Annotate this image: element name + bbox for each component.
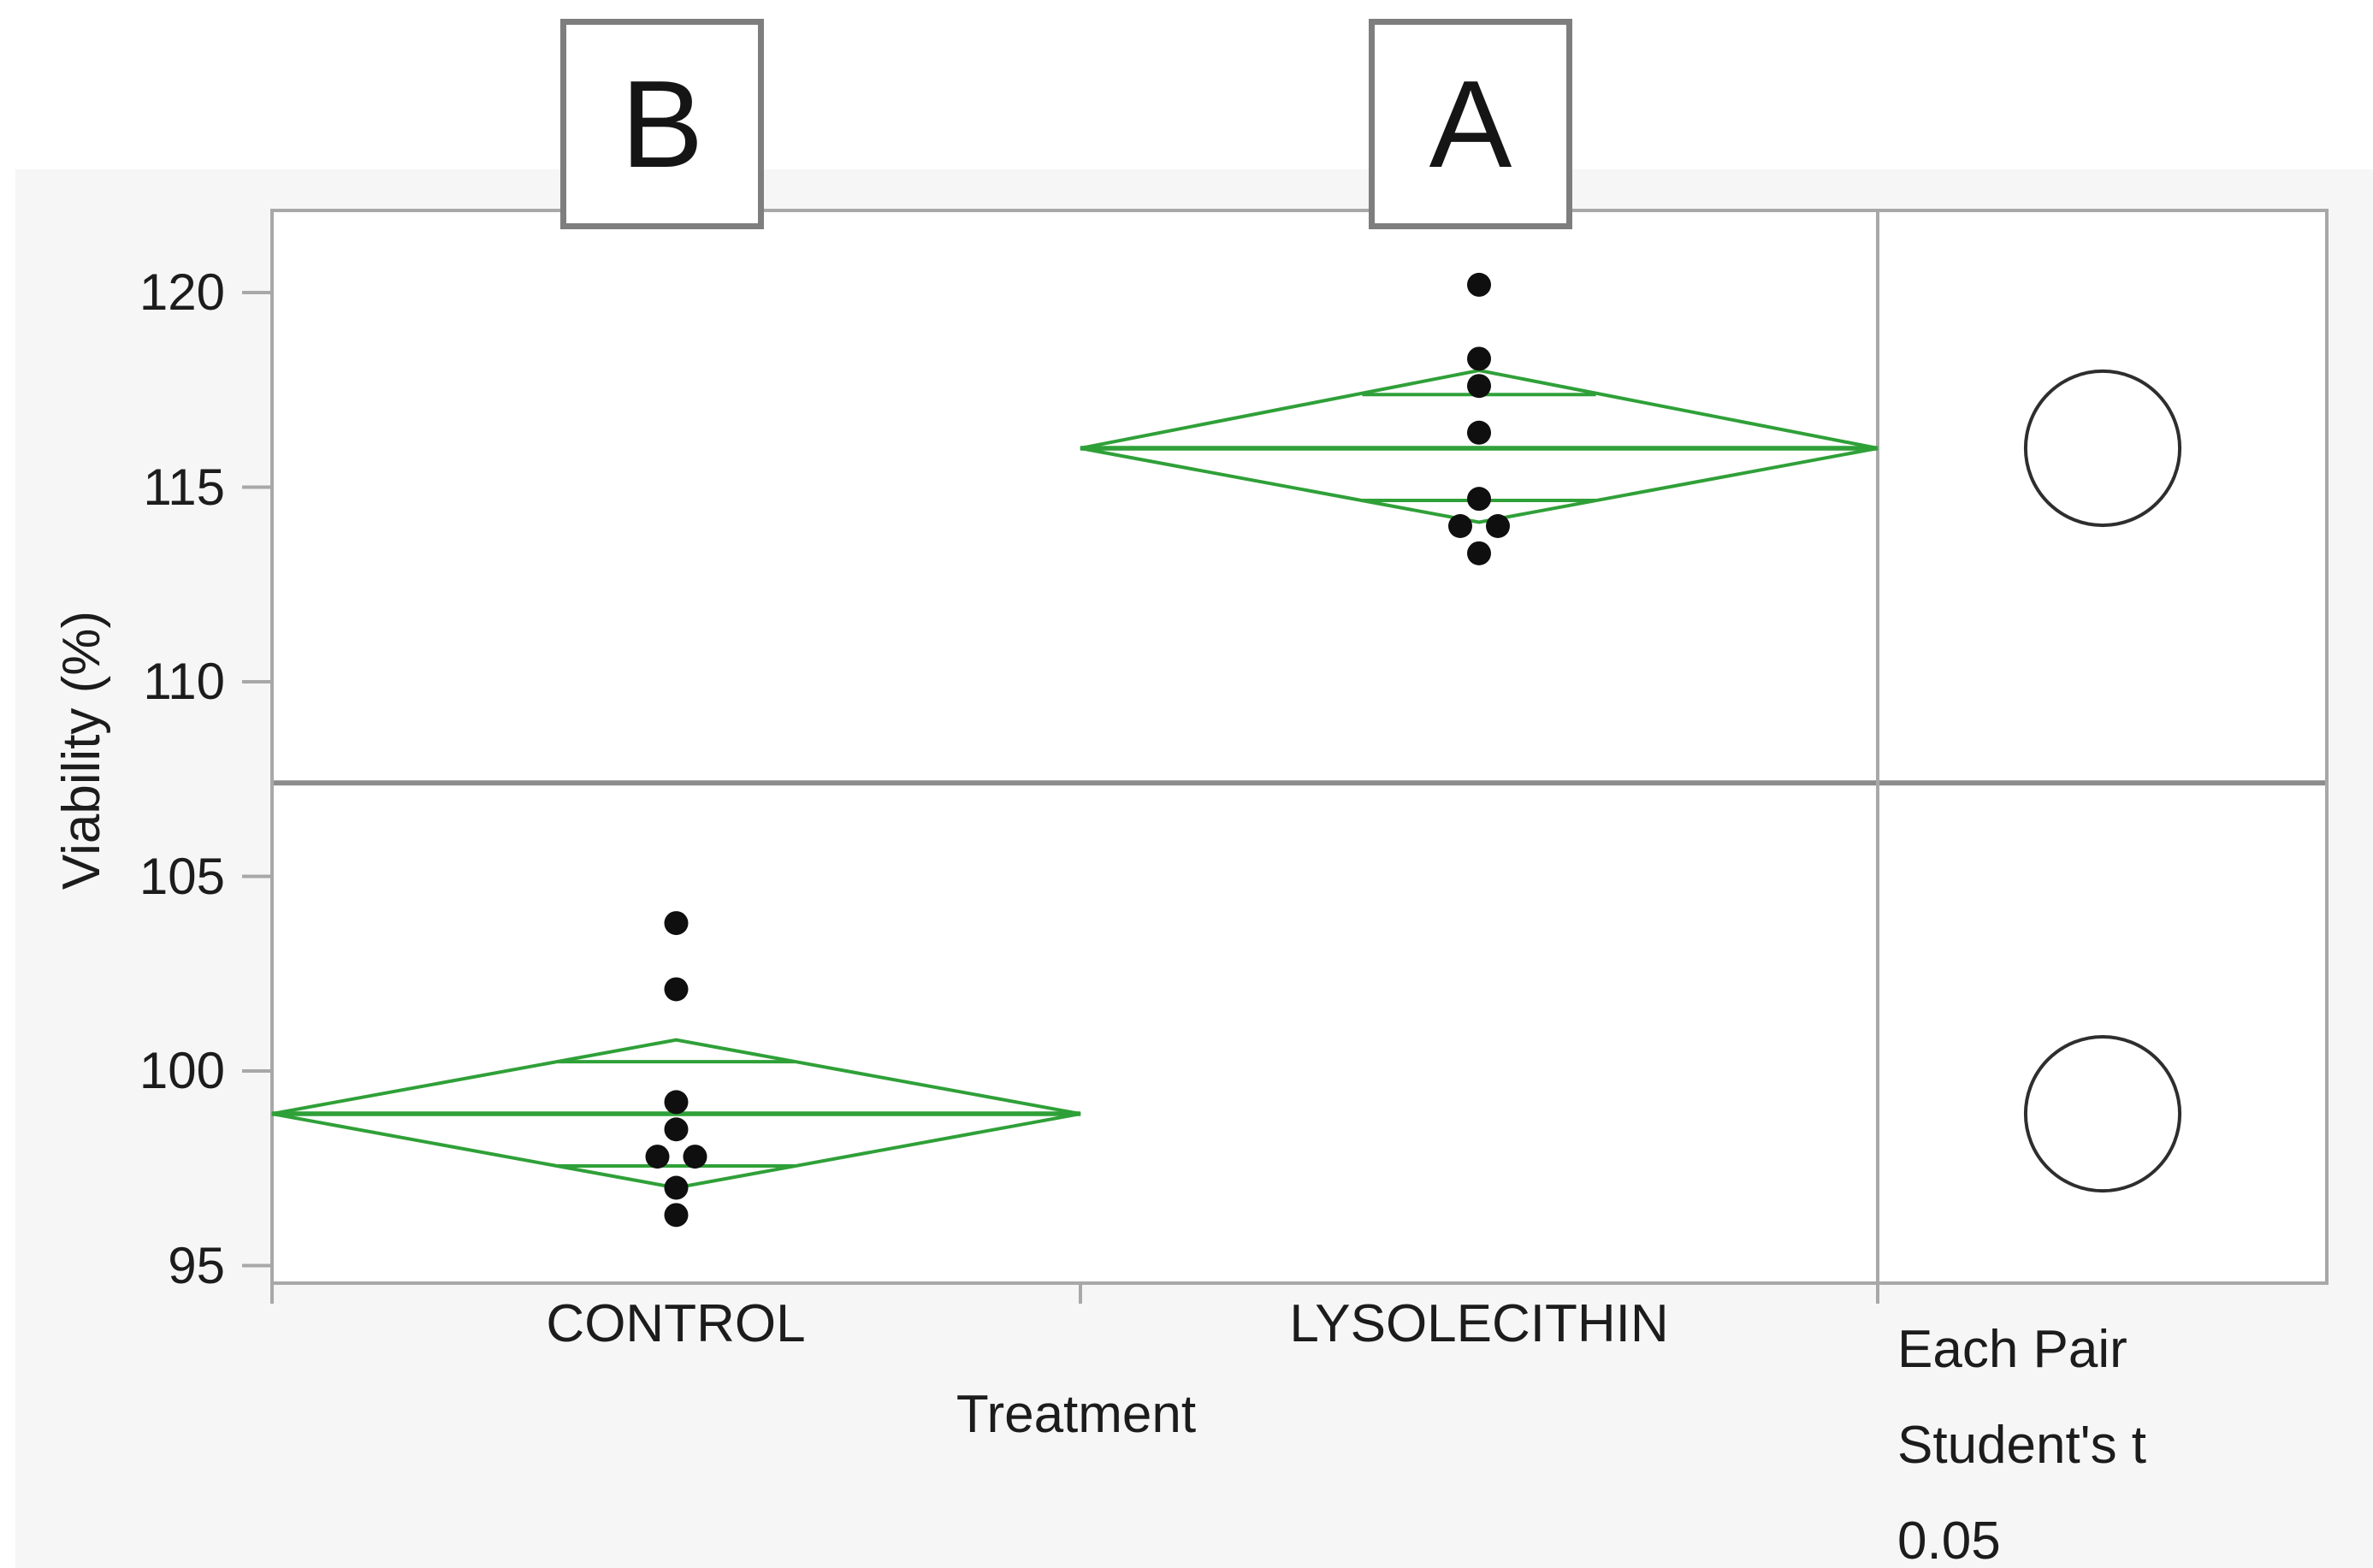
data-point-lysolecithin[interactable] [1448,514,1472,538]
data-point-lysolecithin[interactable] [1467,420,1491,445]
data-point-control[interactable] [664,1175,689,1200]
comparison-circle-lysolecithin[interactable] [2023,369,2182,528]
data-point-control[interactable] [683,1145,707,1169]
y-tick-label: 100 [139,1042,225,1099]
data-point-control[interactable] [645,1145,670,1169]
data-point-control[interactable] [664,1203,689,1228]
y-tick-label: 115 [143,458,225,516]
significance-letter-box-lysolecithin[interactable]: A [1369,19,1572,229]
plot-area-background [272,210,2327,1283]
x-axis-title: Treatment [956,1385,1197,1444]
data-point-lysolecithin[interactable] [1467,272,1491,297]
data-point-lysolecithin[interactable] [1467,541,1491,565]
comparison-legend-line-3: 0.05 [1897,1512,2001,1568]
y-tick-label: 95 [168,1236,225,1294]
y-tick-label: 105 [139,847,225,905]
y-tick-label: 110 [143,653,225,710]
data-point-control[interactable] [664,1090,689,1115]
data-point-lysolecithin[interactable] [1467,374,1491,399]
data-point-lysolecithin[interactable] [1467,487,1491,512]
data-point-control[interactable] [664,977,689,1002]
data-point-control[interactable] [664,1117,689,1142]
x-category-label-lysolecithin[interactable]: LYSOLECITHIN [1289,1294,1669,1353]
y-axis-title: Viability (%) [52,610,111,891]
y-tick-label: 120 [139,263,225,321]
plot-frame [270,209,2329,1285]
comparison-circle-control[interactable] [2023,1034,2182,1193]
significance-letter-a: A [1429,54,1512,193]
data-point-lysolecithin[interactable] [1467,346,1491,371]
comparison-legend-line-2: Student's t [1897,1416,2147,1475]
data-point-control[interactable] [664,911,689,936]
comparison-legend-line-1: Each Pair [1897,1320,2127,1379]
significance-letter-box-control[interactable]: B [560,19,764,229]
significance-letter-b: B [620,54,704,193]
data-point-lysolecithin[interactable] [1486,514,1510,538]
x-category-label-control[interactable]: CONTROL [546,1294,806,1353]
